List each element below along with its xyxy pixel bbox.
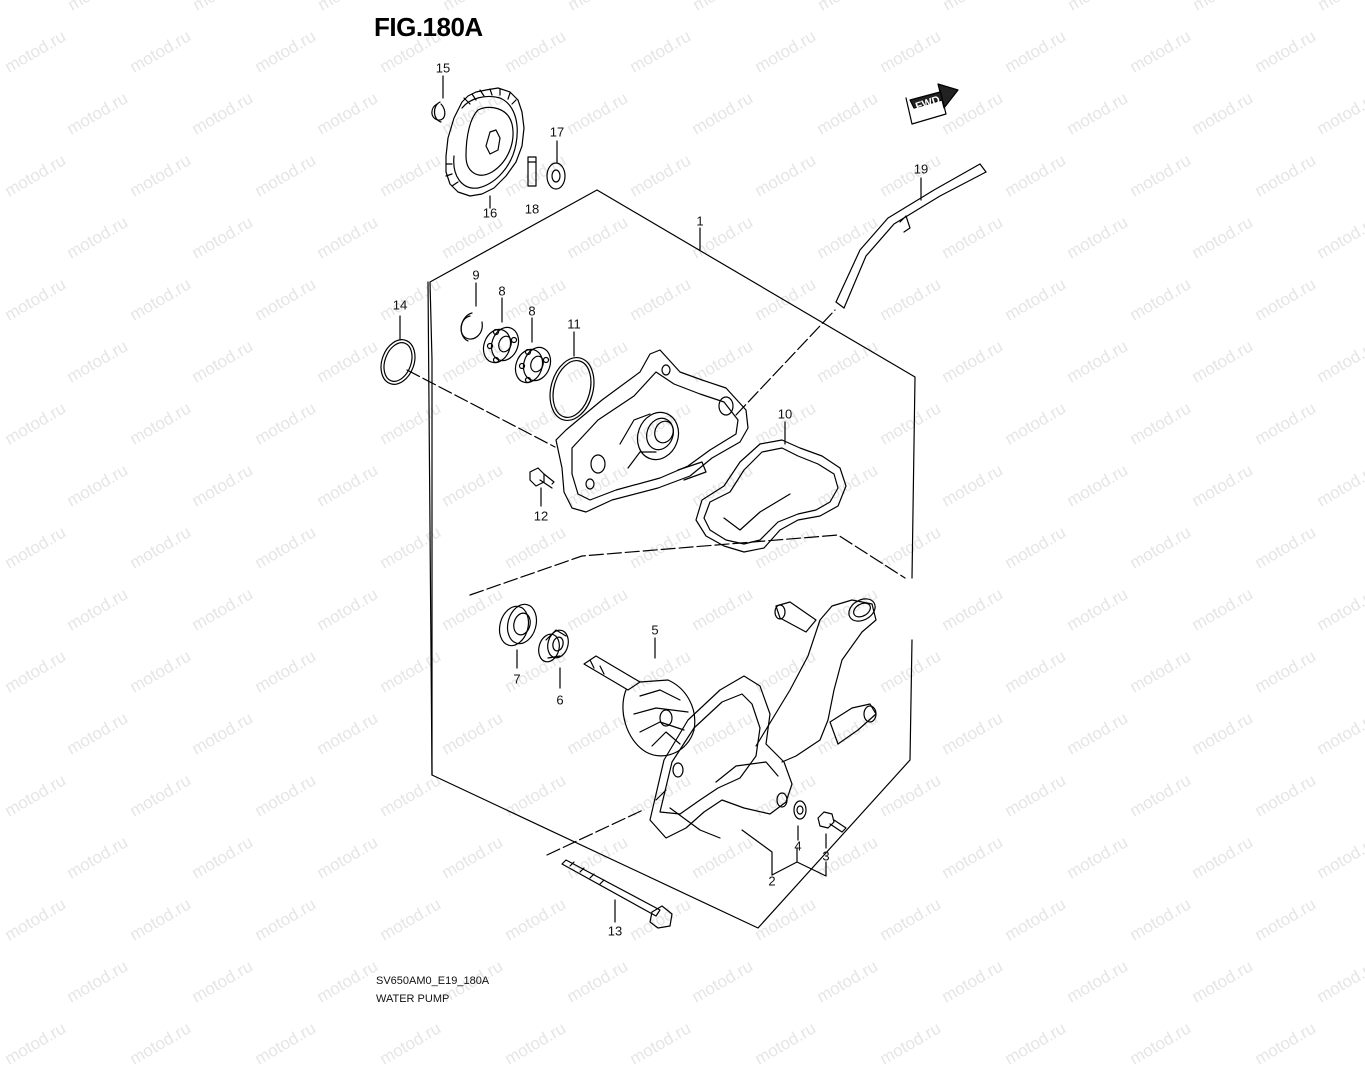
fwd-arrow: [905, 83, 959, 125]
bolt-3: [817, 811, 847, 849]
washer-17: [546, 140, 566, 190]
dash-line-middle: [469, 534, 906, 596]
callout-17: 17: [549, 124, 565, 140]
frame-line-left: [427, 281, 433, 776]
leader-3-4: [771, 847, 827, 877]
dash-line-hose: [735, 309, 836, 416]
assembly-frame: [429, 189, 916, 929]
watermark-text: motod.ru: [126, 1018, 195, 1069]
watermark-text: motod.ru: [1251, 1018, 1320, 1069]
figure-caption: WATER PUMP: [376, 993, 450, 1005]
o-ring-11: [549, 331, 595, 421]
bearing-8a: [482, 297, 520, 364]
pin-18: [527, 156, 537, 187]
watermark-text: motod.ru: [751, 1018, 820, 1069]
callout-11: 11: [567, 316, 581, 332]
circlip-15: [431, 75, 446, 123]
callout-5: 5: [651, 622, 659, 638]
callout-10: 10: [777, 406, 793, 422]
callout-6: 6: [556, 692, 564, 708]
pump-gear-16: [445, 87, 525, 209]
pump-cover: [555, 349, 749, 513]
callout-7: 7: [513, 671, 521, 687]
watermark-text: motod.ru: [376, 1018, 445, 1069]
callout-19: 19: [913, 161, 929, 177]
watermark-text: motod.ru: [626, 1018, 695, 1069]
snap-ring-9: [460, 282, 483, 342]
watermark-text: motod.ru: [501, 1018, 570, 1069]
hose-19: [835, 163, 987, 309]
figure-title: FIG.180A: [374, 12, 483, 42]
leader-2: [741, 829, 773, 876]
pump-body-2: [649, 598, 877, 839]
dash-line-upper: [406, 369, 556, 448]
callout-8a: 8: [498, 283, 506, 299]
callout-12: 12: [533, 508, 549, 524]
dash-line-lower: [546, 809, 644, 856]
callout-8b: 8: [528, 303, 536, 319]
impeller-5: [583, 637, 696, 757]
callout-9: 9: [472, 267, 480, 283]
figure-code: SV650AM0_E19_180A: [376, 975, 490, 987]
watermark-text: motod.ru: [251, 1018, 320, 1069]
callout-14: 14: [392, 297, 408, 313]
watermark-text: motod.ru: [1126, 1018, 1195, 1069]
watermark-text: motod.ru: [1, 1018, 70, 1069]
callout-3: 3: [822, 848, 830, 864]
bolt-12: [529, 467, 555, 507]
callout-16: 16: [482, 205, 498, 221]
callout-13: 13: [607, 923, 623, 939]
callout-4: 4: [794, 838, 802, 854]
mechanical-seal-6: [538, 629, 569, 689]
watermark-text: motod.ru: [876, 1018, 945, 1069]
exploded-diagram: [380, 75, 987, 929]
callout-15: 15: [435, 60, 451, 76]
callout-18: 18: [524, 201, 540, 217]
callout-1: 1: [696, 213, 704, 229]
watermark-text: motod.ru: [1001, 1018, 1070, 1069]
bolt-13: [561, 859, 673, 929]
oil-seal-7: [498, 603, 538, 669]
o-ring-14: [380, 315, 416, 385]
washer-4: [793, 800, 807, 841]
callout-2: 2: [768, 873, 776, 889]
bearing-8b: [514, 317, 552, 384]
gasket-10: [695, 421, 847, 553]
